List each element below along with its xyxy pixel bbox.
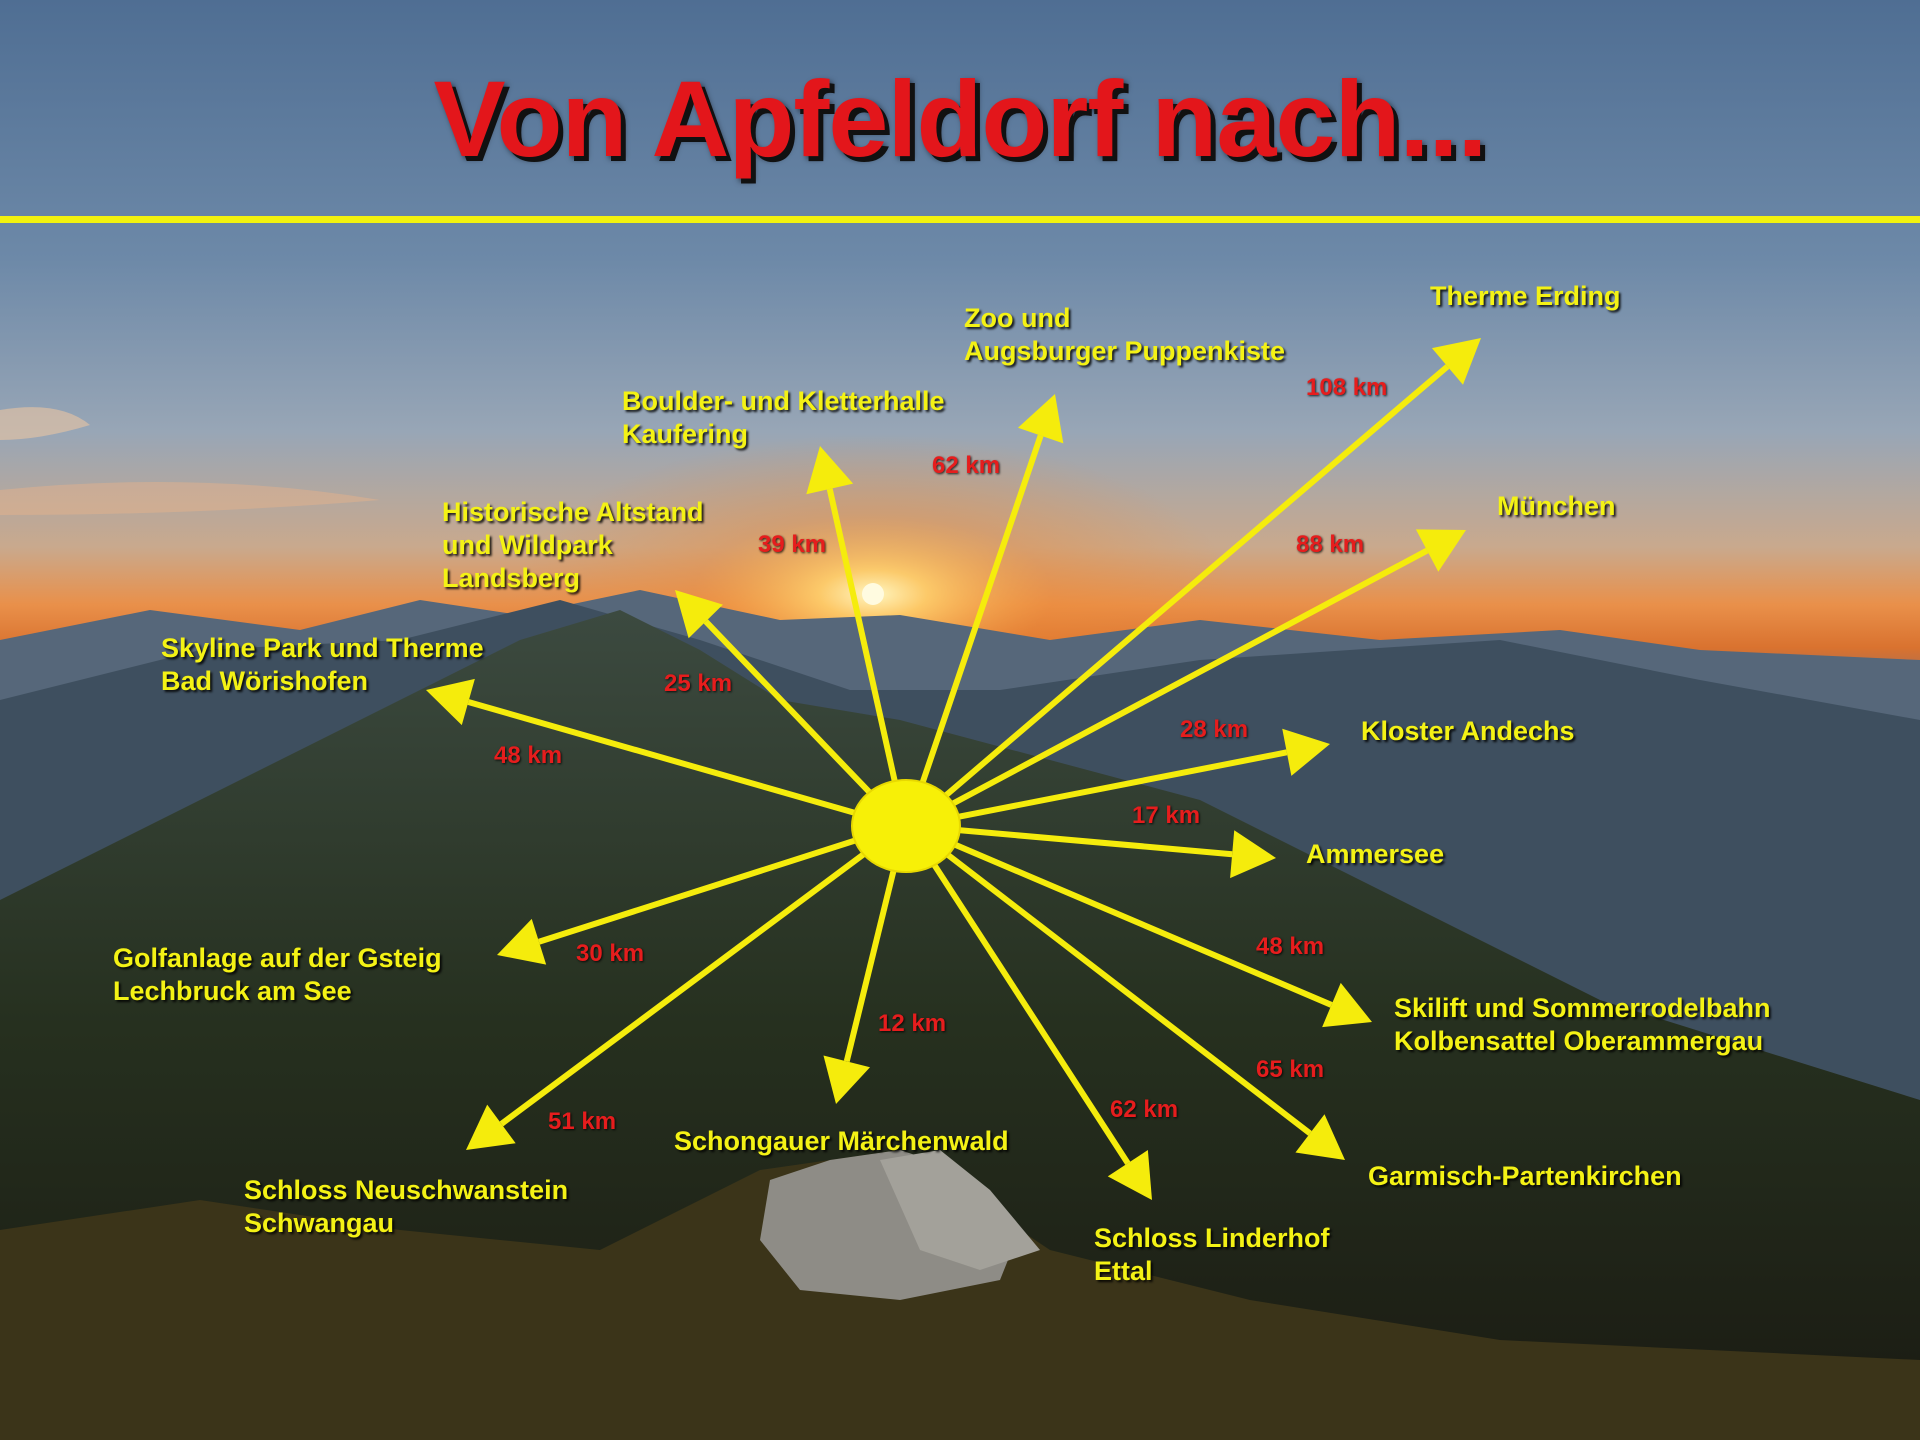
arrow-head (1017, 394, 1064, 444)
arrow-head (1322, 982, 1372, 1028)
arrow-shaft (954, 749, 1288, 821)
distance-label-schongauer-maerchenwald: 12 km (878, 1010, 947, 1037)
arrow-shaft (499, 850, 868, 1127)
destination-text-line: Bad Wörishofen (161, 666, 368, 696)
destination-text-line: Schloss Neuschwanstein (244, 1175, 569, 1205)
distance-label-skyline-park: 48 km (494, 742, 563, 769)
arrow-shaft (919, 434, 1044, 785)
destination-text-line: Skilift und Sommerrodelbahn (1394, 993, 1771, 1023)
page-title: Von Apfeldorf nach... (433, 58, 1488, 179)
destination-text-line: Ammersee (1306, 839, 1445, 869)
arrow-shaft (950, 840, 1333, 1008)
arrow-therme-erding (942, 338, 1481, 800)
arrow-shaft (955, 826, 1233, 858)
arrow-head (823, 1055, 871, 1104)
arrow-head (426, 678, 475, 726)
destination-label-therme-erding: Therme Erding (1430, 280, 1621, 313)
arrow-shaft (942, 364, 1450, 800)
arrow-shaft (943, 850, 1312, 1136)
destination-text-line: Historische Altstand (442, 497, 704, 527)
arrow-head (1230, 830, 1276, 879)
destination-text-line: Kaufering (622, 419, 749, 449)
arrow-kloster-andechs (954, 728, 1330, 821)
destination-label-garmisch: Garmisch-Partenkirchen (1368, 1160, 1682, 1193)
arrow-skilift-kolbensattel (950, 840, 1372, 1028)
destination-text-line: Kolbensattel Oberammergau (1394, 1026, 1764, 1056)
destination-text-line: und Wildpark (442, 530, 613, 560)
arrow-shaft (843, 868, 897, 1063)
arrow-skyline-park (426, 678, 859, 817)
arrow-head (497, 918, 547, 965)
arrow-head (1415, 529, 1466, 572)
title-divider-line (0, 216, 1920, 223)
arrow-landsberg (675, 590, 874, 796)
destination-text-line: Garmisch-Partenkirchen (1368, 1161, 1682, 1191)
arrow-head (806, 446, 854, 495)
arrow-head (1282, 728, 1330, 776)
arrow-shaft (538, 836, 860, 945)
distance-label-skilift-kolbensattel: 48 km (1256, 933, 1325, 960)
destination-text-line: Skyline Park und Therme (161, 633, 484, 663)
arrow-schongauer-maerchenwald (823, 868, 897, 1104)
destination-text-line: Augsburger Puppenkiste (964, 336, 1286, 366)
destination-text-line: Therme Erding (1430, 281, 1621, 311)
destination-label-kloster-andechs: Kloster Andechs (1361, 715, 1575, 748)
distance-label-neuschwanstein: 51 km (548, 1108, 617, 1135)
distance-label-boulderhalle-kaufering: 39 km (758, 531, 827, 558)
destination-text-line: Zoo und (964, 303, 1071, 333)
distance-label-zoo-augsburg: 62 km (932, 452, 1001, 479)
arrow-head (1107, 1150, 1152, 1200)
arrow-head (1295, 1114, 1345, 1160)
destination-text-line: Schongauer Märchenwald (674, 1126, 1009, 1156)
arrow-boulderhalle-kaufering (806, 446, 898, 783)
arrow-muenchen (948, 529, 1466, 808)
arrow-shaft (930, 861, 1131, 1165)
arrow-shaft (948, 547, 1429, 808)
destination-text-line: Kloster Andechs (1361, 716, 1575, 746)
destination-label-ammersee: Ammersee (1306, 838, 1444, 871)
arrow-golfanlage-gsteig (497, 836, 860, 965)
arrow-shaft (467, 699, 859, 817)
destination-text-line: Lechbruck am See (113, 976, 352, 1006)
distance-label-schloss-linderhof: 62 km (1110, 1096, 1179, 1123)
destination-text-line: München (1497, 491, 1616, 521)
destination-text-line: Boulder- und Kletterhalle (622, 386, 945, 416)
destination-text-line: Landsberg (442, 563, 581, 593)
destination-text-line: Golfanlage auf der Gsteig (113, 943, 442, 973)
apfeldorf-hub-circle (851, 779, 961, 873)
distance-label-ammersee: 17 km (1132, 802, 1201, 829)
arrow-ammersee (955, 826, 1276, 879)
distance-label-garmisch: 65 km (1256, 1056, 1325, 1083)
distance-label-muenchen: 88 km (1296, 531, 1365, 558)
arrow-neuschwanstein (466, 850, 868, 1150)
distance-label-landsberg: 25 km (664, 670, 733, 697)
distance-label-therme-erding: 108 km (1306, 374, 1388, 401)
destination-text-line: Schwangau (244, 1208, 395, 1238)
destination-label-muenchen: München (1497, 490, 1616, 523)
distance-label-kloster-andechs: 28 km (1180, 716, 1249, 743)
destination-text-line: Schloss Linderhof (1094, 1223, 1330, 1253)
distance-label-golfanlage-gsteig: 30 km (576, 940, 645, 967)
arrow-head (466, 1104, 516, 1150)
arrow-garmisch (943, 850, 1345, 1160)
arrow-head (675, 590, 723, 639)
destination-text-line: Ettal (1094, 1256, 1153, 1286)
arrow-shaft (703, 619, 874, 796)
destination-label-schongauer-maerchenwald: Schongauer Märchenwald (674, 1125, 1009, 1158)
arrow-schloss-linderhof (930, 861, 1152, 1200)
arrow-shaft (826, 488, 898, 783)
arrow-head (1431, 338, 1481, 385)
arrow-zoo-augsburg (919, 394, 1064, 785)
